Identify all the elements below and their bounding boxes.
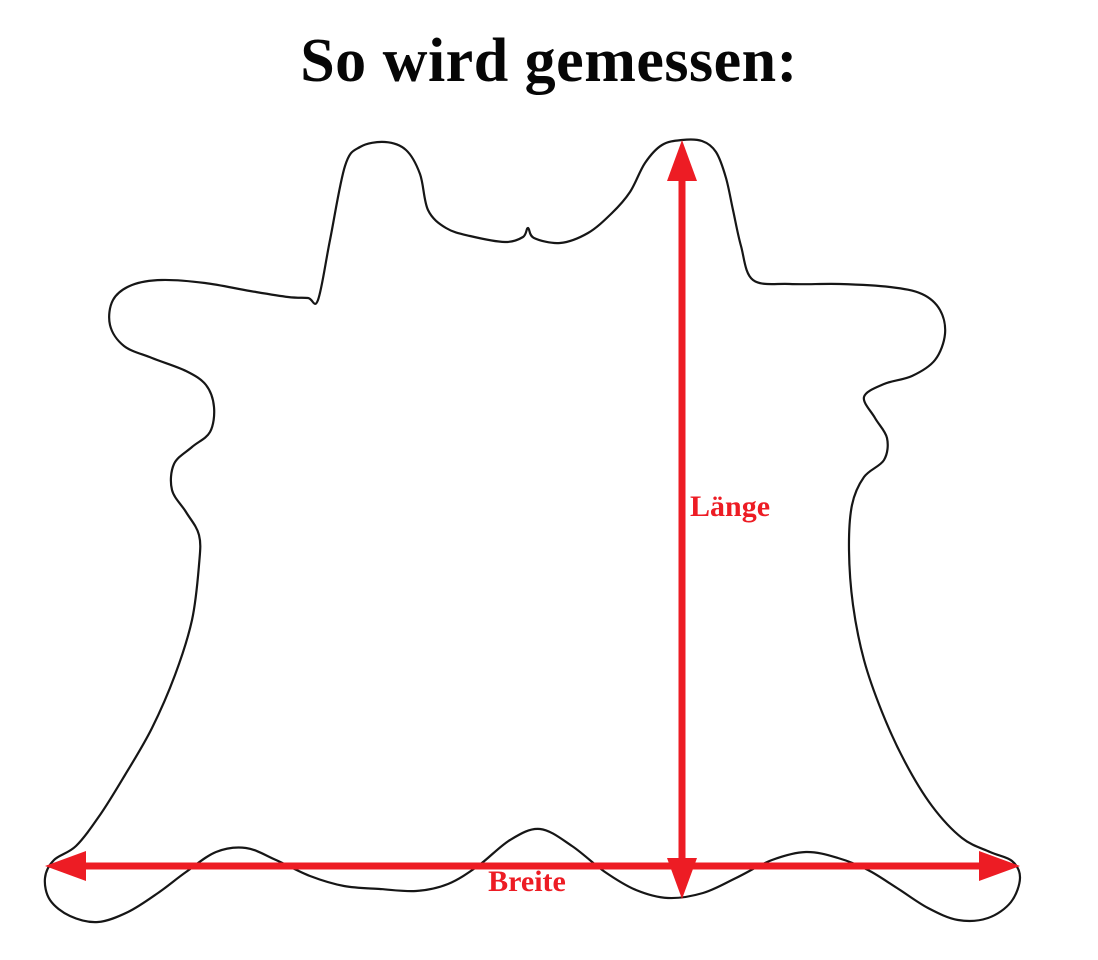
page-title: So wird gemessen: — [300, 27, 798, 95]
length-label: Länge — [690, 490, 770, 523]
width-arrow — [45, 851, 1020, 881]
hide-outline — [43, 138, 1022, 924]
length-arrowhead-top-icon — [667, 140, 697, 181]
width-arrowhead-left-icon — [45, 851, 86, 881]
width-arrowhead-right-icon — [979, 851, 1020, 881]
width-label: Breite — [488, 865, 566, 898]
